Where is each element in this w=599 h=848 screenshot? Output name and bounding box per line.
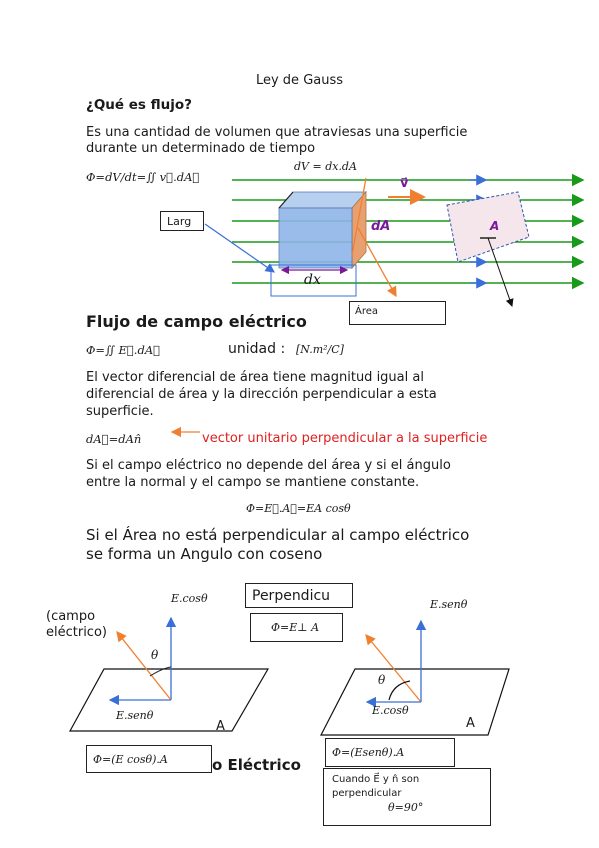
- right-formula-box: Φ=(Esenθ).A: [325, 738, 455, 767]
- right-theta-label: θ: [378, 673, 386, 687]
- left-campo-label1: (campo: [46, 609, 96, 624]
- surface-A-label: A: [490, 219, 500, 233]
- note-line3: θ=90°: [388, 801, 424, 814]
- electric-flux-heading: Flujo de campo eléctrico: [86, 312, 307, 331]
- constant-text-line2: entre la normal y el campo se mantiene c…: [86, 475, 420, 490]
- unit-vector-note: vector unitario perpendicular a la super…: [202, 431, 488, 446]
- flux-formula: Φ=dV/dt=∬ v⃗.dA⃗: [86, 170, 200, 184]
- velocity-label: v⃗: [400, 176, 409, 191]
- flux-definition-line2: durante un determinado de tiempo: [86, 141, 316, 156]
- dx-label: dx: [304, 272, 321, 288]
- vector-text-line3: superficie.: [86, 404, 154, 419]
- electric-flux-formula: Φ=∬ E⃗.dA⃗: [86, 343, 161, 357]
- area-box: Área: [349, 301, 446, 325]
- unit-value: [N.m²/C]: [296, 343, 344, 356]
- volume-cube: [278, 190, 367, 270]
- note-line1: Cuando E⃗ y n̂ son: [332, 774, 420, 785]
- right-e-sen-label: E.senθ: [430, 598, 468, 611]
- right-e-cos-label: E.cosθ: [372, 704, 409, 717]
- angle-text-line2: se forma un Angulo con coseno: [86, 545, 323, 563]
- flux-definition-line1: Es una cantidad de volumen que atraviesa…: [86, 125, 468, 140]
- dA-formula: dA⃗=dAn̂: [86, 432, 142, 446]
- flux-question-heading: ¿Qué es flujo?: [86, 97, 193, 113]
- unit-label: unidad :: [228, 341, 286, 357]
- constant-formula: Φ=E⃗.A⃗=EA cosθ: [246, 502, 351, 515]
- surface-A: [446, 191, 530, 263]
- perpendicular-note-box: Cuando E⃗ y n̂ son perpendicular θ=90°: [323, 768, 491, 826]
- note-line2: perpendicular: [332, 788, 402, 799]
- right-area-label: A: [466, 716, 475, 731]
- constant-text-line1: Si el campo eléctrico no depende del áre…: [86, 458, 451, 473]
- left-formula-box: Φ=(E cosθ).A: [86, 745, 212, 773]
- left-plane-diagram: [68, 616, 270, 732]
- left-area-label: A: [216, 719, 225, 734]
- larg-box: Larg: [160, 211, 204, 231]
- page-title: Ley de Gauss: [255, 73, 344, 88]
- vector-text-line2: diferencial de área y la dirección perpe…: [86, 387, 437, 402]
- left-campo-label2: eléctrico): [46, 625, 107, 640]
- vector-text-line1: El vector diferencial de área tiene magn…: [86, 370, 424, 385]
- dA-label: dA: [371, 219, 391, 234]
- perpendicular-formula-box: Φ=E⊥ A: [250, 613, 343, 642]
- left-heading-fragment: o Eléctrico: [212, 756, 301, 774]
- dv-formula: dV = dx.dA: [294, 160, 357, 173]
- perpendicular-label-box: Perpendicu: [245, 583, 353, 608]
- right-plane-diagram: [320, 619, 510, 736]
- left-theta-label: θ: [151, 648, 159, 662]
- angle-text-line1: Si el Área no está perpendicular al camp…: [86, 526, 470, 544]
- left-e-cos-label: E.cosθ: [171, 592, 208, 605]
- left-e-sen-label: E.senθ: [116, 709, 154, 722]
